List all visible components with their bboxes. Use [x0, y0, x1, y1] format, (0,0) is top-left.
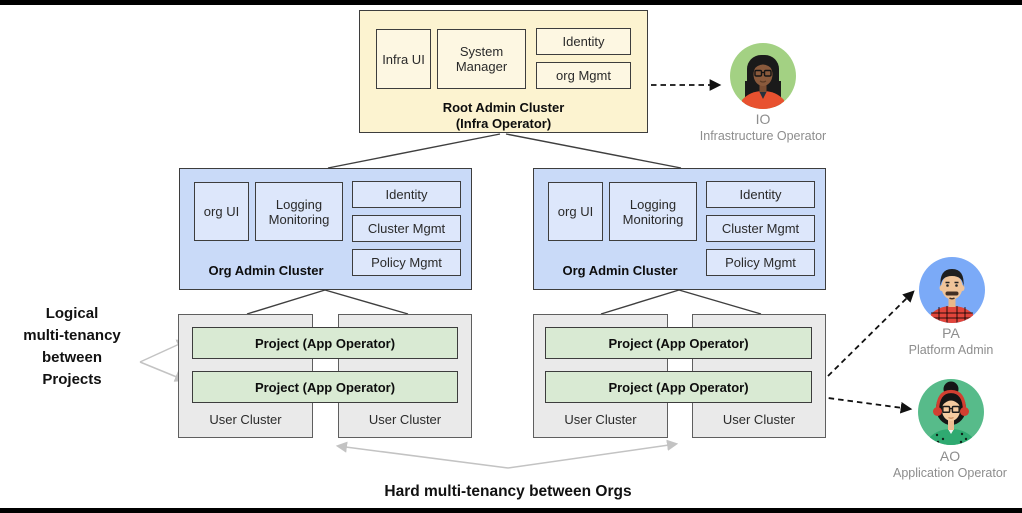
user-cluster-label: User Cluster	[209, 412, 282, 427]
label-line: multi-tenancy	[23, 327, 121, 344]
edge-orgleft-to-usercluster1	[246, 289, 326, 315]
component-logging-monitoring: Logging Monitoring	[255, 182, 343, 241]
component-org-mgmt: org Mgmt	[536, 62, 631, 89]
root-cluster-title: Root Admin Cluster (Infra Operator)	[360, 100, 647, 132]
component-logging-monitoring: Logging Monitoring	[609, 182, 697, 241]
user-cluster-label: User Cluster	[368, 412, 442, 427]
component-identity: Identity	[352, 181, 461, 208]
org-cluster-title: Org Admin Cluster	[562, 263, 678, 278]
component-identity: Identity	[706, 181, 815, 208]
component-policy-mgmt: Policy Mgmt	[706, 249, 815, 276]
io-avatar-icon	[730, 43, 796, 109]
component-cluster-mgmt: Cluster Mgmt	[706, 215, 815, 242]
arrow-orgs-right	[507, 439, 679, 469]
io-role: Infrastructure Operator	[699, 129, 827, 143]
org-cluster-title: Org Admin Cluster	[208, 263, 324, 278]
ao-avatar-icon	[918, 379, 984, 445]
edge-orgright-to-usercluster3	[600, 289, 680, 315]
org-admin-cluster-left: org UI Logging Monitoring Identity Clust…	[179, 168, 472, 290]
component-org-ui: org UI	[548, 182, 603, 241]
root-admin-cluster: Infra UI System Manager Identity org Mgm…	[359, 10, 648, 133]
user-cluster-label: User Cluster	[722, 412, 796, 427]
pa-abbr: PA	[942, 325, 960, 341]
root-cluster-title-line2: (Infra Operator)	[455, 116, 552, 131]
ao-abbr: AO	[939, 448, 961, 464]
component-org-ui: org UI	[194, 182, 249, 241]
project-bar: Project (App Operator)	[545, 371, 812, 403]
label-line: Projects	[42, 371, 102, 388]
label-line: Logical	[45, 305, 99, 322]
edge-orgright-to-usercluster4	[678, 289, 762, 315]
pa-role: Platform Admin	[908, 343, 994, 357]
arrow-orgs-left	[335, 441, 509, 469]
label-line: between	[41, 349, 102, 366]
component-policy-mgmt: Policy Mgmt	[352, 249, 461, 276]
bottom-border-bar	[0, 508, 1022, 513]
project-bar: Project (App Operator)	[192, 327, 458, 359]
component-identity: Identity	[536, 28, 631, 55]
edge-orgleft-to-usercluster2	[324, 289, 409, 315]
logical-multitenancy-label: Logical multi-tenancy between Projects	[2, 303, 142, 391]
hard-multitenancy-label: Hard multi-tenancy between Orgs	[384, 483, 632, 500]
component-infra-ui: Infra UI	[376, 29, 431, 89]
component-cluster-mgmt: Cluster Mgmt	[352, 215, 461, 242]
org-admin-cluster-right: org UI Logging Monitoring Identity Clust…	[533, 168, 826, 290]
ao-role: Application Operator	[893, 466, 1007, 480]
project-bar: Project (App Operator)	[545, 327, 812, 359]
root-cluster-title-line1: Root Admin Cluster	[442, 100, 565, 115]
io-abbr: IO	[755, 111, 771, 127]
edge-root-to-org-left	[327, 133, 501, 169]
edge-root-to-org-right	[505, 133, 682, 169]
user-cluster-label: User Cluster	[564, 412, 637, 427]
component-system-manager: System Manager	[437, 29, 526, 89]
project-bar: Project (App Operator)	[192, 371, 458, 403]
pa-avatar-icon	[919, 257, 985, 323]
top-border-bar	[0, 0, 1022, 5]
